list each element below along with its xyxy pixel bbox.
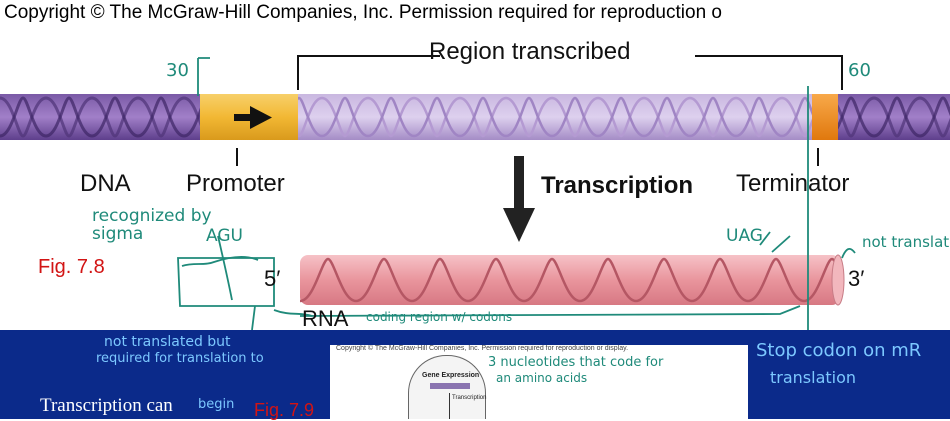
fig-7-9-label: Fig. 7.9 bbox=[254, 400, 315, 420]
required-translation-note: required for translation to bbox=[96, 351, 264, 366]
terminator-region bbox=[812, 94, 838, 140]
coding-region-note: coding region w/ codons bbox=[366, 310, 513, 324]
mini-arrow-line bbox=[449, 393, 450, 419]
terminator-label: Terminator bbox=[736, 170, 850, 197]
translation-note: translation bbox=[770, 368, 857, 387]
not-translated-left-note: not translated but bbox=[104, 334, 231, 350]
promoter-length-note: 30 bbox=[166, 60, 189, 81]
utr-pointer bbox=[251, 305, 256, 330]
fig-7-8-label: Fig. 7.8 bbox=[38, 256, 105, 278]
stop-codon-note: UAG bbox=[726, 226, 763, 246]
fig-7-9-thumbnail: Copyright © The McGraw-Hill Companies, I… bbox=[330, 345, 748, 419]
sigma-pointer bbox=[217, 235, 233, 301]
nucleotides-note: 3 nucleotides that code for bbox=[488, 355, 664, 370]
not-translated-pointer bbox=[841, 247, 856, 259]
rna-five-prime-label: 5′ bbox=[264, 266, 281, 291]
mini-transcription-label: Transcription bbox=[452, 395, 487, 401]
region-bracket bbox=[297, 55, 843, 90]
mini-copyright-notice: Copyright © The McGraw-Hill Companies, I… bbox=[336, 345, 629, 352]
handwritten-annotations bbox=[177, 57, 856, 330]
not-translated-note: not translated bbox=[862, 233, 950, 251]
transcription-arrow-icon bbox=[503, 156, 535, 242]
sigma-note: sigma bbox=[92, 224, 144, 244]
coding-bracket bbox=[299, 305, 801, 317]
rna-three-prime-label: 3′ bbox=[848, 266, 865, 291]
terminator-length-note: 60 bbox=[848, 60, 871, 81]
promoter-label: Promoter bbox=[186, 170, 285, 197]
dna-strand bbox=[0, 94, 950, 140]
stop-codon-mrna-note: Stop codon on mR bbox=[756, 340, 922, 361]
region-transcribed-label: Region transcribed bbox=[429, 38, 631, 65]
uag-mark bbox=[759, 231, 791, 253]
transcription-label: Transcription bbox=[541, 172, 694, 199]
copyright-notice: Copyright © The McGraw-Hill Companies, I… bbox=[4, 2, 722, 23]
dna-label: DNA bbox=[80, 170, 131, 197]
promoter-arrow-icon bbox=[234, 106, 272, 129]
rna-strand bbox=[300, 254, 845, 306]
rna-label: RNA bbox=[302, 306, 349, 331]
recognized-by-note: recognized by bbox=[92, 206, 212, 226]
mini-dna-strip bbox=[430, 383, 470, 389]
start-codon-note: AGU bbox=[206, 226, 243, 246]
amino-acids-note: an amino acids bbox=[496, 371, 588, 385]
promoter-length-bracket bbox=[197, 57, 210, 96]
bottom-text: Transcription can bbox=[40, 395, 173, 416]
mini-gene-expression-label: Gene Expression bbox=[422, 372, 480, 379]
transcription-diagram bbox=[0, 55, 950, 330]
begin-note: begin bbox=[198, 397, 235, 412]
utr-box-left bbox=[177, 257, 275, 307]
